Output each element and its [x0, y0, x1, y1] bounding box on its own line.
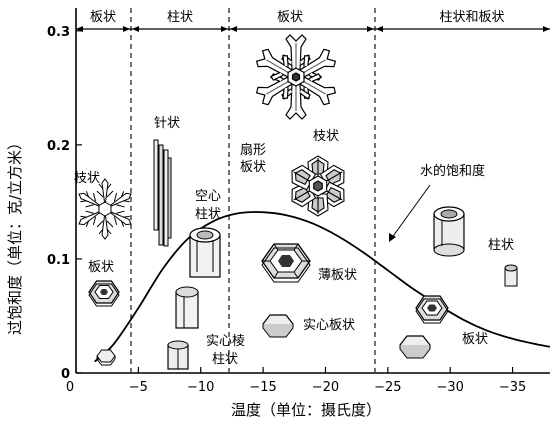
stellar-snowflake-top: [252, 34, 340, 120]
needle-crystals: [153, 139, 172, 247]
region-label-plate-2: 板状: [277, 10, 303, 25]
small-column-right: [504, 264, 518, 287]
label-column-right: 柱状: [488, 238, 514, 253]
label-thin-plate: 薄板状: [318, 268, 357, 283]
label-needle: 针状: [154, 116, 180, 131]
crystal-labels: 枝状 板状 针状 空心 柱状 实心棱 柱状 扇形 板状 枝状 薄板状 实心板状 …: [74, 116, 514, 367]
x-tick-label: −15: [249, 380, 276, 395]
x-tick-label: 0: [66, 380, 74, 395]
y-tick-label: 0.1: [47, 253, 70, 268]
x-tick-label: −30: [436, 380, 463, 395]
y-axis-title: 过饱和度（单位：克/立方米）: [6, 135, 24, 335]
hex-plate-left: [88, 280, 120, 307]
thin-plate-crystal: [261, 243, 311, 283]
hollow-column-right: [433, 206, 465, 257]
region-label-column-and-plate: 柱状和板状: [439, 10, 504, 25]
y-tick-label: 0.3: [47, 25, 70, 40]
small-plate-left: [96, 349, 116, 366]
solid-plate-crystal: [262, 314, 294, 338]
region-label-plate-1: 板状: [90, 10, 116, 25]
label-hollow-column-2: 柱状: [195, 207, 221, 222]
label-plate-left: 板状: [88, 260, 114, 275]
x-tick-label: −10: [187, 380, 214, 395]
y-tick-label: 0.2: [47, 139, 70, 154]
x-tick-label: −35: [499, 380, 526, 395]
x-tick-label: −5: [129, 380, 148, 395]
hex-plate-right: [415, 295, 449, 324]
x-tick-label: −25: [374, 380, 401, 395]
prism-column-crystal: [175, 286, 199, 329]
y-tick-label: 0: [61, 367, 70, 382]
label-solid-prism-1: 实心棱: [206, 333, 245, 349]
y-ticks: 0 0.1 0.2 0.3: [47, 25, 82, 382]
region-label-column: 柱状: [167, 10, 193, 25]
curve-callout: 水的饱和度: [389, 163, 485, 242]
curve-label: 水的饱和度: [420, 163, 485, 179]
label-dendrite-left: 枝状: [74, 171, 100, 186]
label-solid-plate: 实心板状: [303, 318, 355, 333]
label-sector-plate-1: 扇形: [240, 142, 266, 158]
label-hollow-column-1: 空心: [195, 189, 221, 204]
label-plate-right: 板状: [462, 332, 488, 347]
hollow-column-crystal: [189, 227, 221, 278]
sector-plate-crystal: [286, 155, 350, 217]
x-tick-label: −20: [312, 380, 339, 395]
water-saturation-curve: [94, 211, 551, 363]
label-sector-plate-2: 板状: [240, 160, 266, 175]
solid-prism-crystal: [167, 340, 189, 370]
solid-plate-right: [399, 335, 431, 359]
x-axis-title: 温度（单位：摄氏度）: [231, 401, 381, 419]
label-dendrite-right: 枝状: [313, 129, 339, 144]
axes: 0 −5 −10 −15 −20 −25 −30 −35 0 0.1 0.2 0.3 温度（单位：摄…: [6, 8, 550, 419]
region-bar: 板状 柱状 板状 柱状和板状: [76, 8, 550, 372]
dendrite-crystal-left: [74, 178, 136, 240]
label-solid-prism-2: 柱状: [212, 352, 238, 367]
x-ticks: 0 −5 −10 −15 −20 −25 −30 −35: [66, 367, 526, 395]
